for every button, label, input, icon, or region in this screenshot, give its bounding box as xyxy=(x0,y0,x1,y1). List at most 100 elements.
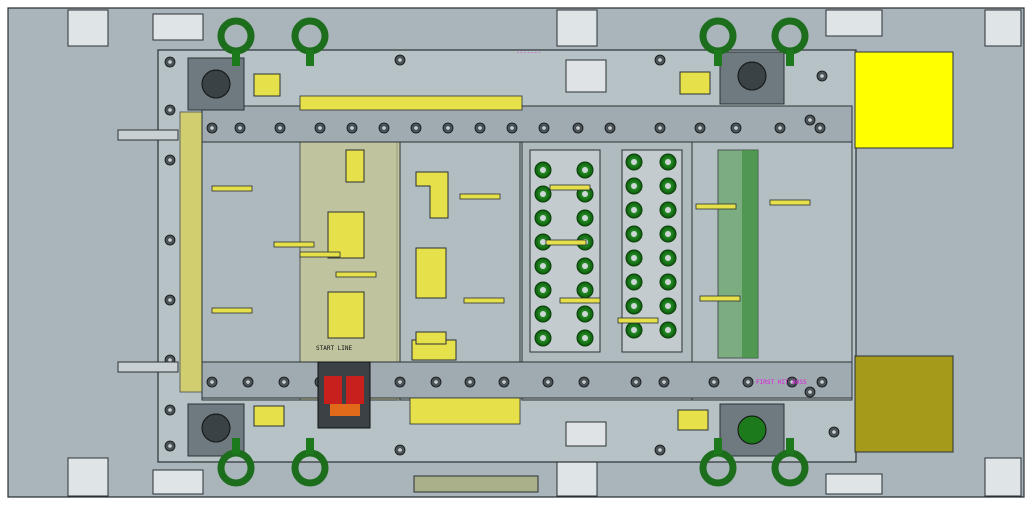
guide-post-icon xyxy=(659,273,677,291)
bolt-icon xyxy=(630,376,642,388)
guide-post-icon xyxy=(625,153,643,171)
bolt-icon xyxy=(654,54,666,66)
mounting-slots xyxy=(67,9,1022,497)
bolt-icon xyxy=(164,56,176,68)
bolt-icon xyxy=(394,376,406,388)
lifting-eye-icon xyxy=(771,438,809,487)
bolt-icon xyxy=(774,122,786,134)
slot-bar xyxy=(211,307,253,314)
bolt-icon xyxy=(394,444,406,456)
bolt-icon xyxy=(542,376,554,388)
bolt-icon xyxy=(804,386,816,398)
guide-post-icon xyxy=(534,329,552,347)
guide-post-icon xyxy=(576,209,594,227)
guide-post-icon xyxy=(625,297,643,315)
bolt-icon xyxy=(804,114,816,126)
guide-post-icon xyxy=(625,201,643,219)
bolt-icons xyxy=(164,54,840,456)
bolt-icon xyxy=(164,404,176,416)
top-center-block xyxy=(565,59,607,93)
guide-post-icon xyxy=(534,305,552,323)
slot-bar xyxy=(459,193,501,200)
guide-post-icon xyxy=(659,177,677,195)
lifting-eye-icon xyxy=(291,438,329,487)
first-hit-label: FIRST HIT BOSS xyxy=(756,379,807,386)
bolt-icon xyxy=(394,54,406,66)
guide-post-icon xyxy=(534,185,552,203)
guide-post-icon xyxy=(534,257,552,275)
red-detail-block xyxy=(317,361,371,429)
bottom-bracket xyxy=(413,475,539,493)
guide-post-icon xyxy=(659,201,677,219)
slot-bar xyxy=(559,297,601,304)
bolt-icon xyxy=(164,294,176,306)
yellow-parts xyxy=(327,149,457,361)
slot-bar xyxy=(299,251,341,258)
bolt-icon xyxy=(816,70,828,82)
slot-bar xyxy=(273,241,315,248)
bolt-icon xyxy=(274,122,286,134)
guide-post-icon xyxy=(534,281,552,299)
bolt-icon xyxy=(430,376,442,388)
bolt-icon xyxy=(572,122,584,134)
guide-post-icon xyxy=(576,257,594,275)
yellow-stock-block-top xyxy=(854,51,954,149)
slot-bar xyxy=(549,184,591,191)
bolt-icon xyxy=(604,122,616,134)
lifting-eye-icon xyxy=(217,438,255,487)
bolt-icon xyxy=(442,122,454,134)
bolt-icon xyxy=(658,376,670,388)
slot-bar xyxy=(335,271,377,278)
bolt-icon xyxy=(206,376,218,388)
bolt-icon xyxy=(474,122,486,134)
start-line-label: START LINE xyxy=(316,345,353,352)
bolt-icon xyxy=(742,376,754,388)
olive-stock-block-bottom xyxy=(854,355,954,453)
bolt-icon xyxy=(164,104,176,116)
guide-post-icon xyxy=(659,249,677,267)
bottom-center-block xyxy=(565,421,607,447)
bolt-icon xyxy=(654,444,666,456)
lifting-eye-icon xyxy=(291,17,329,66)
guide-post-icon xyxy=(659,225,677,243)
bolt-icon xyxy=(694,122,706,134)
guide-post-icon xyxy=(625,225,643,243)
bolt-icon xyxy=(538,122,550,134)
lifting-eyes xyxy=(217,17,809,487)
bolt-icon xyxy=(828,426,840,438)
guide-post-icon xyxy=(659,321,677,339)
slot-bar xyxy=(699,295,741,302)
slot-bar xyxy=(769,199,811,206)
bolt-icon xyxy=(314,122,326,134)
bolt-icon xyxy=(278,376,290,388)
slot-bar xyxy=(545,239,587,246)
bolt-icon xyxy=(814,122,826,134)
yellow-tags xyxy=(253,71,711,431)
guide-post-icon xyxy=(659,297,677,315)
guide-post-icon xyxy=(625,249,643,267)
yellow-pockets xyxy=(299,95,523,425)
bolt-icon xyxy=(234,122,246,134)
guide-post-icon xyxy=(659,153,677,171)
bolt-icon xyxy=(654,122,666,134)
slot-bars xyxy=(211,184,811,324)
bolt-icon xyxy=(708,376,720,388)
yellow-strip-left xyxy=(179,111,205,393)
slot-bar xyxy=(617,317,659,324)
bolt-icon xyxy=(730,122,742,134)
lifting-eye-icon xyxy=(699,438,737,487)
bolt-icon xyxy=(506,122,518,134)
lifting-eye-icon xyxy=(699,17,737,66)
bolt-icon xyxy=(206,122,218,134)
bolt-icon xyxy=(378,122,390,134)
bolt-icon xyxy=(578,376,590,388)
left-stock-guides xyxy=(117,129,179,373)
bolt-icon xyxy=(164,154,176,166)
bolt-icon xyxy=(164,440,176,452)
bolt-icon xyxy=(242,376,254,388)
guide-post-icon xyxy=(625,321,643,339)
lifting-eye-icon xyxy=(771,17,809,66)
guide-post-icon xyxy=(576,281,594,299)
guide-strip-2 xyxy=(742,150,758,358)
